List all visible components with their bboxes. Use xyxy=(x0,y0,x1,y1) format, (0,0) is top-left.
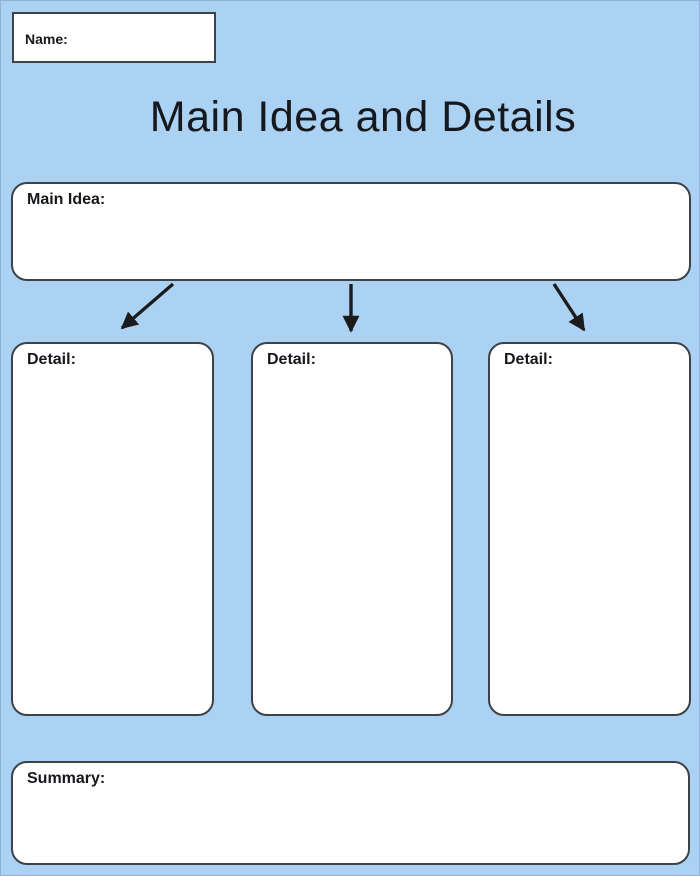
name-field[interactable]: Name: xyxy=(12,12,216,63)
main-idea-field[interactable]: Main Idea: xyxy=(11,182,691,281)
detail-label-2: Detail: xyxy=(267,351,316,368)
arrow-to-detail-3-icon xyxy=(552,283,586,332)
main-idea-label: Main Idea: xyxy=(27,191,106,208)
summary-label: Summary: xyxy=(27,770,106,787)
detail-field-3[interactable]: Detail: xyxy=(488,342,691,716)
detail-field-2[interactable]: Detail: xyxy=(251,342,453,716)
name-label: Name: xyxy=(25,31,68,47)
detail-field-1[interactable]: Detail: xyxy=(11,342,214,716)
summary-field[interactable]: Summary: xyxy=(11,761,690,865)
detail-label-1: Detail: xyxy=(27,351,76,368)
page-title: Main Idea and Details xyxy=(149,93,577,141)
detail-label-3: Detail: xyxy=(504,351,553,368)
arrow-to-detail-1-icon xyxy=(120,282,175,330)
